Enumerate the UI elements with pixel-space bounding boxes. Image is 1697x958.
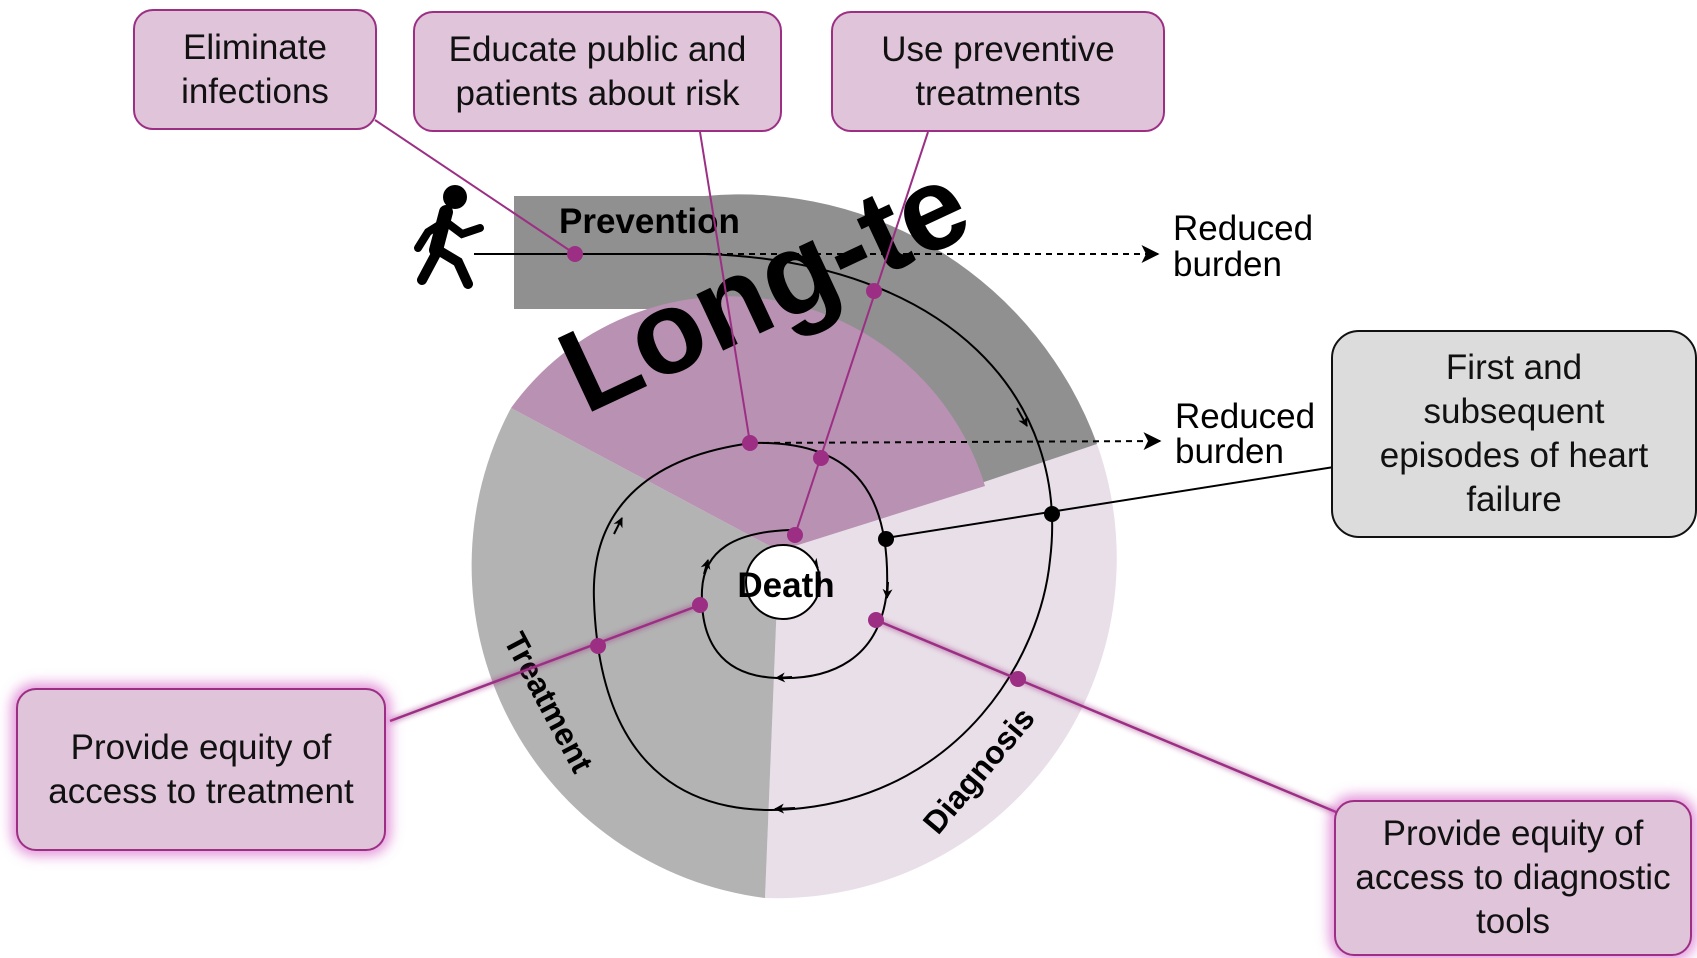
connectors bbox=[374, 119, 1337, 814]
arrow-marker bbox=[882, 581, 893, 599]
death-node bbox=[745, 544, 821, 620]
equity-treatment-text: Provide equity of access to treatment bbox=[48, 727, 354, 811]
eliminate-infections-box: Eliminate infections bbox=[133, 9, 377, 130]
equity-treatment-box: Provide equity of access to treatment bbox=[16, 688, 386, 851]
reduced-burden-text: Reduced bbox=[1173, 209, 1313, 248]
connector-equity-treatment bbox=[389, 603, 701, 723]
educate-public-text: Educate public and patients about risk bbox=[448, 29, 747, 113]
reduced-burden-text: burden bbox=[1173, 245, 1282, 284]
arrow-marker bbox=[613, 517, 623, 535]
connector-equity-diagnostic bbox=[875, 618, 1337, 814]
connector-eliminate bbox=[374, 119, 576, 255]
connection-dots bbox=[567, 246, 1060, 687]
care-spiral bbox=[474, 253, 1054, 811]
dot bbox=[878, 531, 894, 547]
connector-preventive bbox=[794, 131, 929, 536]
equity-diagnostic-box: Provide equity of access to diagnostic t… bbox=[1334, 800, 1692, 956]
arrow-marker bbox=[700, 559, 711, 575]
dot bbox=[742, 435, 758, 451]
heart-failure-text: First and subsequent episodes of heart f… bbox=[1379, 348, 1649, 519]
arrow-marker bbox=[775, 672, 793, 683]
preventive-treatments-box: Use preventive treatments bbox=[831, 11, 1165, 132]
diagnosis-sector bbox=[765, 444, 1117, 899]
prevention-band bbox=[514, 194, 1097, 487]
dot bbox=[866, 283, 882, 299]
dot bbox=[692, 597, 708, 613]
dot bbox=[813, 450, 829, 466]
preventive-treatments-text: Use preventive treatments bbox=[881, 29, 1115, 113]
arrow-marker bbox=[1016, 407, 1028, 427]
reduced-burden-text: Reduced bbox=[1175, 397, 1315, 436]
reduced-burden-label-2: Reduced burden bbox=[1175, 397, 1325, 471]
connector-heart-failure bbox=[885, 466, 1335, 539]
arrow-marker bbox=[774, 803, 796, 814]
reduced-burden-arrow-2 bbox=[751, 432, 1162, 451]
educate-public-box: Educate public and patients about risk bbox=[413, 11, 782, 132]
reduced-burden-text: burden bbox=[1175, 432, 1284, 471]
dot bbox=[567, 246, 583, 262]
reduced-burden-label-1: Reduced burden bbox=[1173, 209, 1323, 284]
eliminate-infections-text: Eliminate infections bbox=[181, 27, 329, 111]
walking-person-icon bbox=[414, 185, 490, 289]
dot bbox=[590, 638, 606, 654]
dot bbox=[1010, 671, 1026, 687]
connector-educate bbox=[699, 131, 751, 444]
prevention-label: Prevention bbox=[559, 202, 740, 241]
equity-diagnostic-text: Provide equity of access to diagnostic t… bbox=[1355, 814, 1671, 941]
heart-failure-box: First and subsequent episodes of heart f… bbox=[1331, 330, 1697, 538]
dot bbox=[1044, 506, 1060, 522]
death-label: Death bbox=[737, 566, 834, 605]
dot bbox=[868, 612, 884, 628]
treatment-sector bbox=[471, 408, 779, 898]
dot bbox=[787, 527, 803, 543]
